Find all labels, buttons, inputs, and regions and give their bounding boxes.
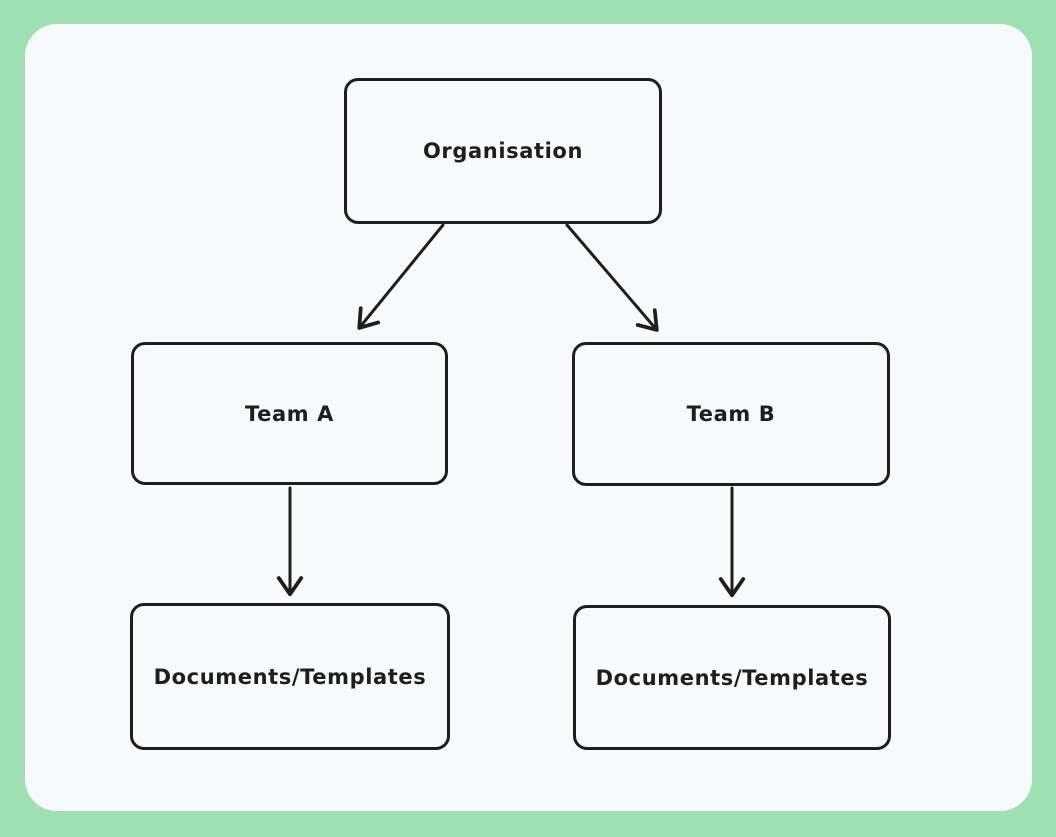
node-team-a-label: Team A bbox=[245, 401, 334, 426]
node-documents-templates-b-label: Documents/Templates bbox=[595, 665, 869, 690]
node-team-b-label: Team B bbox=[686, 402, 776, 426]
edge-organisation-to-team-a[interactable] bbox=[357, 223, 445, 330]
drawing-canvas[interactable]: Organisation Team A Team B Documents/Tem… bbox=[25, 24, 1032, 811]
node-team-b[interactable]: Team B bbox=[572, 342, 890, 486]
node-documents-templates-a-label: Documents/Templates bbox=[153, 664, 427, 689]
node-team-a[interactable]: Team A bbox=[131, 342, 448, 485]
edge-organisation-to-team-b[interactable] bbox=[565, 223, 659, 332]
edges-layer bbox=[276, 223, 746, 598]
node-organisation-label: Organisation bbox=[422, 139, 584, 163]
node-documents-templates-a[interactable]: Documents/Templates bbox=[130, 603, 450, 750]
node-documents-templates-b[interactable]: Documents/Templates bbox=[573, 605, 891, 750]
node-organisation[interactable]: Organisation bbox=[344, 78, 662, 224]
